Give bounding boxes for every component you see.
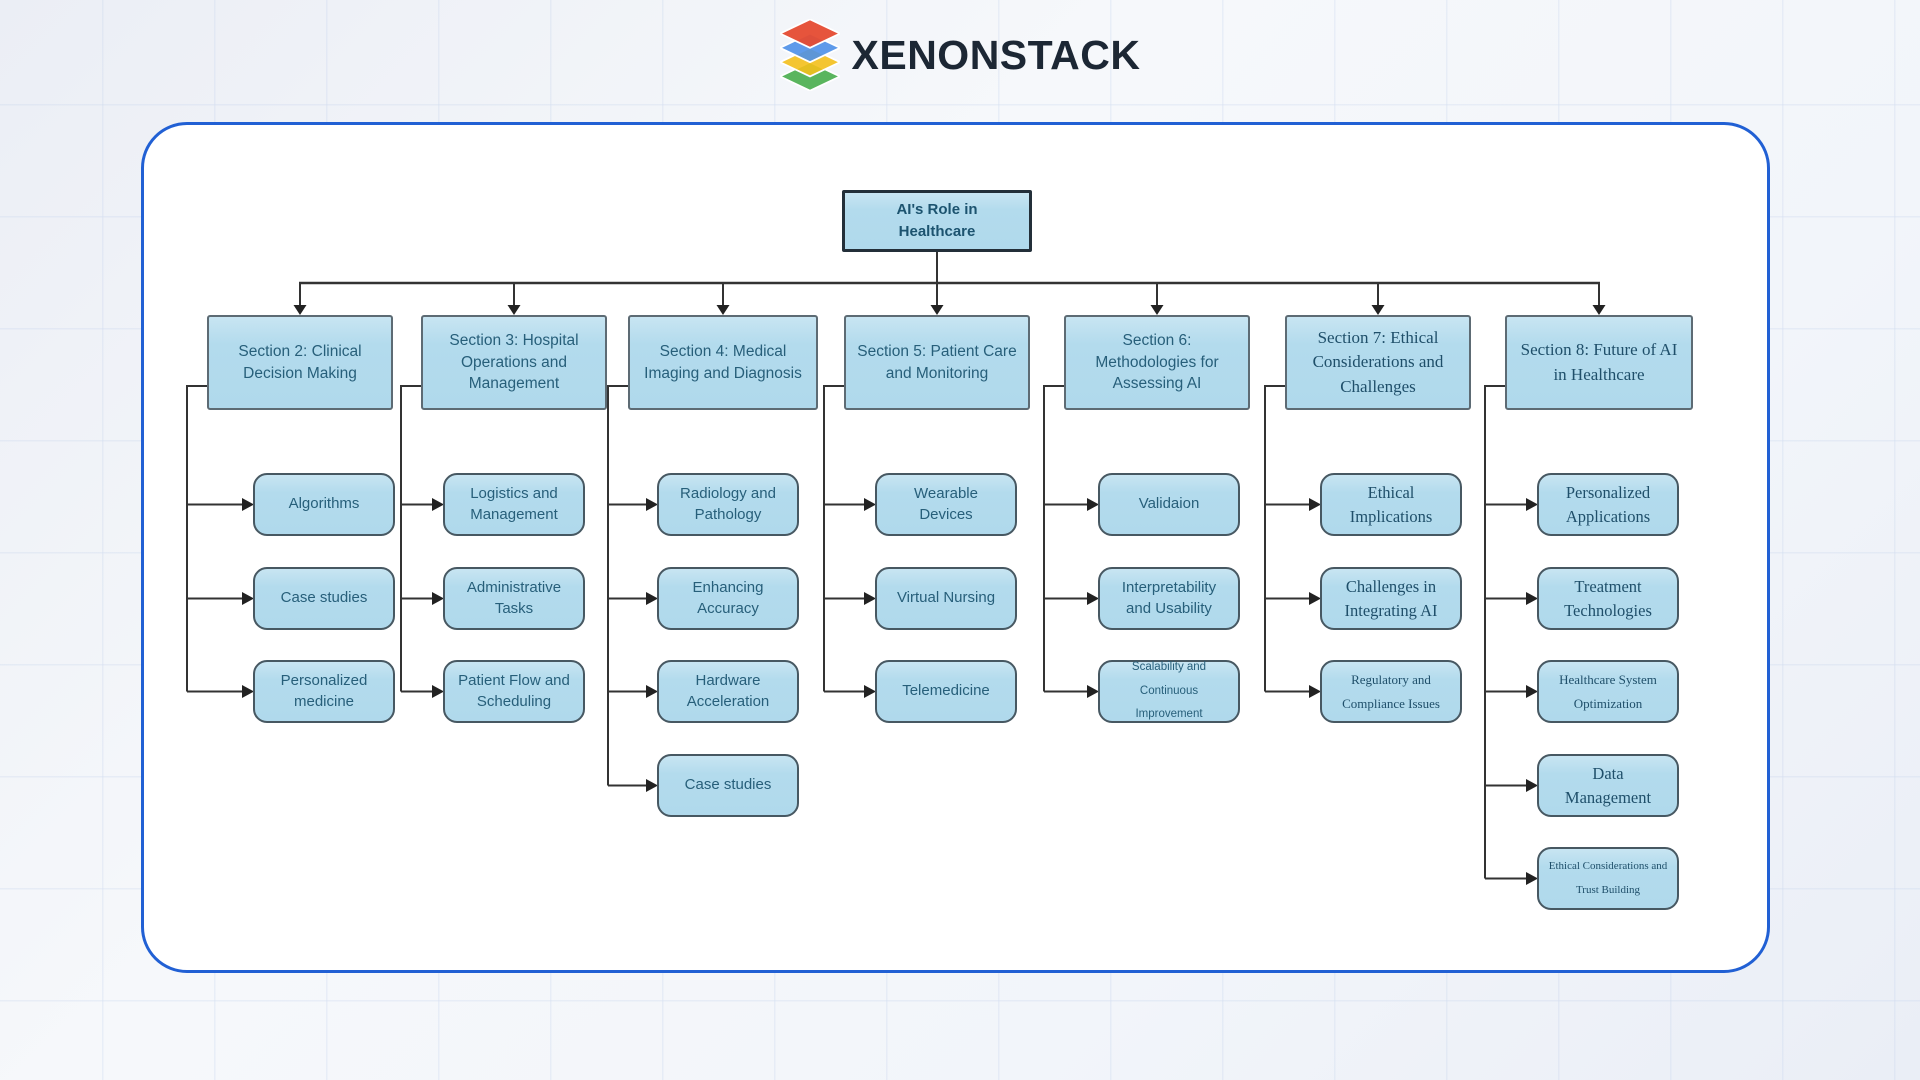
section-5-node: Section 5: Patient Care and Monitoring: [844, 315, 1030, 410]
child-node: Validaion: [1098, 473, 1240, 536]
child-node: Telemedicine: [875, 660, 1017, 723]
node-label: Interpretability and Usability: [1121, 579, 1217, 617]
node-label: Section 7: Ethical Considerations and Ch…: [1312, 327, 1444, 396]
node-label: Administrative Tasks: [466, 579, 562, 617]
node-label: Validaion: [1138, 495, 1200, 513]
node-label: Section 2: Clinical Decision Making: [238, 342, 362, 382]
node-label: Regulatory and Compliance Issues: [1342, 672, 1440, 711]
node-label: Section 6: Methodologies for Assessing A…: [1095, 331, 1219, 393]
child-node: Ethical Implications: [1320, 473, 1462, 536]
child-node: Radiology and Pathology: [657, 473, 799, 536]
child-node: Administrative Tasks: [443, 567, 585, 630]
node-label: Section 8: Future of AI in Healthcare: [1520, 339, 1678, 384]
child-node: Ethical Considerations and Trust Buildin…: [1537, 847, 1679, 910]
child-node: Personalized Applications: [1537, 473, 1679, 536]
node-label: Personalized Applications: [1565, 483, 1651, 526]
child-node: Treatment Technologies: [1537, 567, 1679, 630]
node-label: Healthcare System Optimization: [1559, 672, 1657, 711]
child-node: Case studies: [253, 567, 395, 630]
child-node: Interpretability and Usability: [1098, 567, 1240, 630]
child-node: Wearable Devices: [875, 473, 1017, 536]
node-label: Ethical Implications: [1349, 483, 1433, 526]
child-node: Personalized medicine: [253, 660, 395, 723]
node-label: Enhancing Accuracy: [692, 579, 764, 617]
section-3-node: Section 3: Hospital Operations and Manag…: [421, 315, 607, 410]
node-label: Treatment Technologies: [1564, 577, 1652, 620]
node-label: Section 4: Medical Imaging and Diagnosis: [644, 342, 802, 382]
section-7-node: Section 7: Ethical Considerations and Ch…: [1285, 315, 1471, 410]
node-label: Scalability and Continuous Improvement: [1131, 661, 1207, 721]
node-label: Radiology and Pathology: [680, 485, 776, 523]
section-8-node: Section 8: Future of AI in Healthcare: [1505, 315, 1693, 410]
child-node: Virtual Nursing: [875, 567, 1017, 630]
node-label: Hardware Acceleration: [686, 672, 770, 710]
node-label: Personalized medicine: [280, 672, 368, 710]
child-node: Enhancing Accuracy: [657, 567, 799, 630]
child-node: Data Management: [1537, 754, 1679, 817]
child-node: Challenges in Integrating AI: [1320, 567, 1462, 630]
brand-name: XENONSTACK: [851, 31, 1141, 78]
node-label: Section 3: Hospital Operations and Manag…: [449, 331, 579, 393]
root-node: AI's Role in Healthcare: [842, 190, 1032, 252]
section-2-node: Section 2: Clinical Decision Making: [207, 315, 393, 410]
section-6-node: Section 6: Methodologies for Assessing A…: [1064, 315, 1250, 410]
section-4-node: Section 4: Medical Imaging and Diagnosis: [628, 315, 818, 410]
child-node: Regulatory and Compliance Issues: [1320, 660, 1462, 723]
node-label: Section 5: Patient Care and Monitoring: [857, 342, 1017, 382]
brand-logo: XENONSTACK: [0, 16, 1920, 94]
node-label: Data Management: [1564, 764, 1652, 807]
node-label: Challenges in Integrating AI: [1344, 577, 1438, 620]
node-label: Logistics and Management: [470, 485, 558, 523]
child-node: Case studies: [657, 754, 799, 817]
child-node: Algorithms: [253, 473, 395, 536]
node-label: Case studies: [280, 589, 368, 607]
node-label: Telemedicine: [902, 682, 990, 700]
child-node: Logistics and Management: [443, 473, 585, 536]
node-label: Patient Flow and Scheduling: [458, 672, 570, 710]
xenonstack-layers-icon: [779, 19, 840, 91]
child-node: Scalability and Continuous Improvement: [1098, 660, 1240, 723]
node-label: Algorithms: [288, 495, 360, 513]
child-node: Hardware Acceleration: [657, 660, 799, 723]
child-node: Patient Flow and Scheduling: [443, 660, 585, 723]
node-label: Virtual Nursing: [896, 589, 996, 607]
node-label: Wearable Devices: [914, 485, 978, 523]
child-node: Healthcare System Optimization: [1537, 660, 1679, 723]
node-label: Case studies: [684, 776, 772, 794]
diagram-card: [141, 122, 1770, 973]
node-label: AI's Role in Healthcare: [896, 201, 978, 240]
node-label: Ethical Considerations and Trust Buildin…: [1548, 860, 1668, 896]
